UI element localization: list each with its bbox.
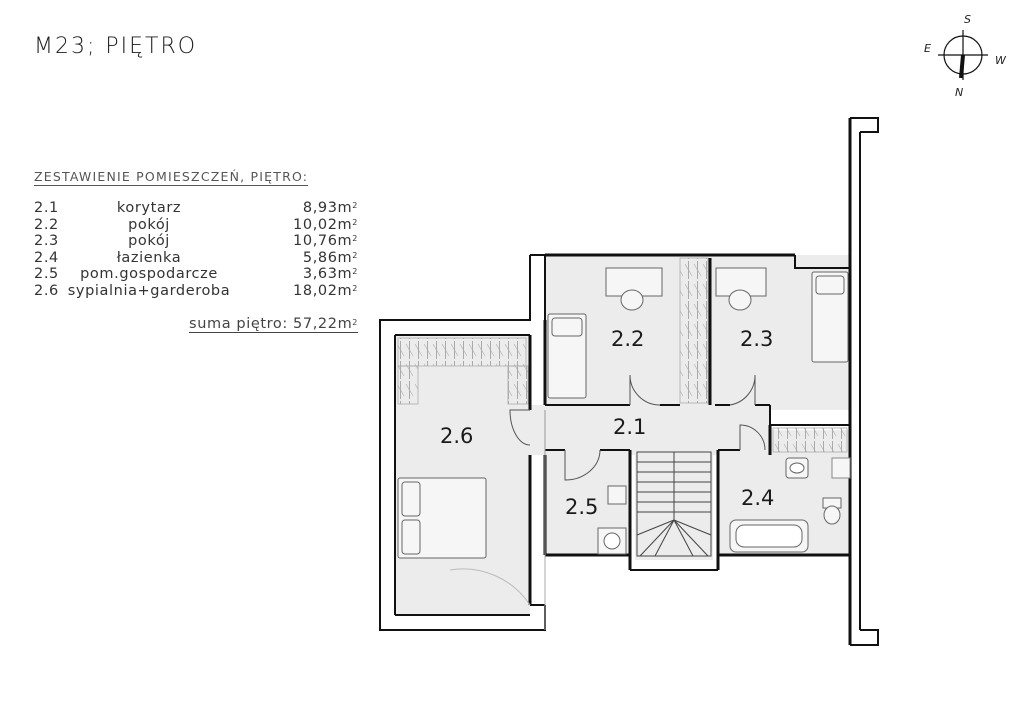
compass-label-left: E <box>924 42 931 55</box>
room-name: łazienka <box>116 249 182 266</box>
compass-label-bottom: N <box>955 86 963 99</box>
room-name: pokój <box>128 216 170 233</box>
room-name: sypialnia+garderoba <box>67 282 231 299</box>
room-row: 2.2 pokój 10,02m2 <box>34 217 364 234</box>
room-row: 2.4 łazienka 5,86m2 <box>34 250 364 267</box>
washing-machine <box>597 527 627 555</box>
room-row: 2.3 pokój 10,76m2 <box>34 233 364 250</box>
room-label-2-4: 2.4 <box>741 486 774 510</box>
room-area: 5,86m2 <box>302 249 358 266</box>
compass-label-top: S <box>964 13 971 26</box>
room-label-2-3: 2.3 <box>740 327 773 351</box>
utility-sink <box>607 485 627 505</box>
total-area: suma piętro: 57,22m2 <box>189 316 358 333</box>
room-name: pokój <box>128 233 170 250</box>
room-list-heading: ZESTAWIENIE POMIESZCZEŃ, PIĘTRO: <box>34 169 309 186</box>
room-label-2-2: 2.2 <box>611 327 644 351</box>
room-number: 2.3 <box>34 233 59 250</box>
room-number: 2.6 <box>34 282 59 299</box>
room-number: 2.4 <box>34 249 59 266</box>
staircase <box>636 451 712 557</box>
door-swings <box>449 374 766 630</box>
room-name: korytarz <box>116 200 182 216</box>
room-area: 18,02m2 <box>293 282 358 299</box>
room-label-2-5: 2.5 <box>565 495 598 519</box>
desk-room-2-3 <box>715 267 767 297</box>
room-row: 2.5 pom.gospodarcze 3,63m2 <box>34 266 364 283</box>
room-number: 2.1 <box>34 200 59 216</box>
furniture <box>397 267 851 559</box>
walls <box>379 117 879 646</box>
room-label-2-1: 2.1 <box>613 415 646 439</box>
room-row: 2.6 sypialnia+garderoba 18,02m2 <box>34 283 364 300</box>
room-row: 2.1 korytarz 8,93m2 <box>34 200 364 217</box>
room-number: 2.5 <box>34 266 59 283</box>
room-label-2-6: 2.6 <box>440 424 473 448</box>
room-area: 10,76m2 <box>293 233 358 250</box>
wardrobes <box>397 257 848 453</box>
compass-label-right: W <box>995 54 1007 67</box>
room-area: 8,93m2 <box>302 200 358 216</box>
room-area: 10,02m2 <box>293 216 358 233</box>
page-title: M23; PIĘTRO <box>34 34 198 59</box>
room-name: pom.gospodarcze <box>80 266 218 283</box>
compass-rose-icon: S E W N <box>924 13 1007 99</box>
room-area: 3,63m2 <box>302 266 358 283</box>
room-list: 2.1 korytarz 8,93m2 2.2 pokój 10,02m2 2.… <box>34 200 364 333</box>
room-number: 2.2 <box>34 216 59 233</box>
